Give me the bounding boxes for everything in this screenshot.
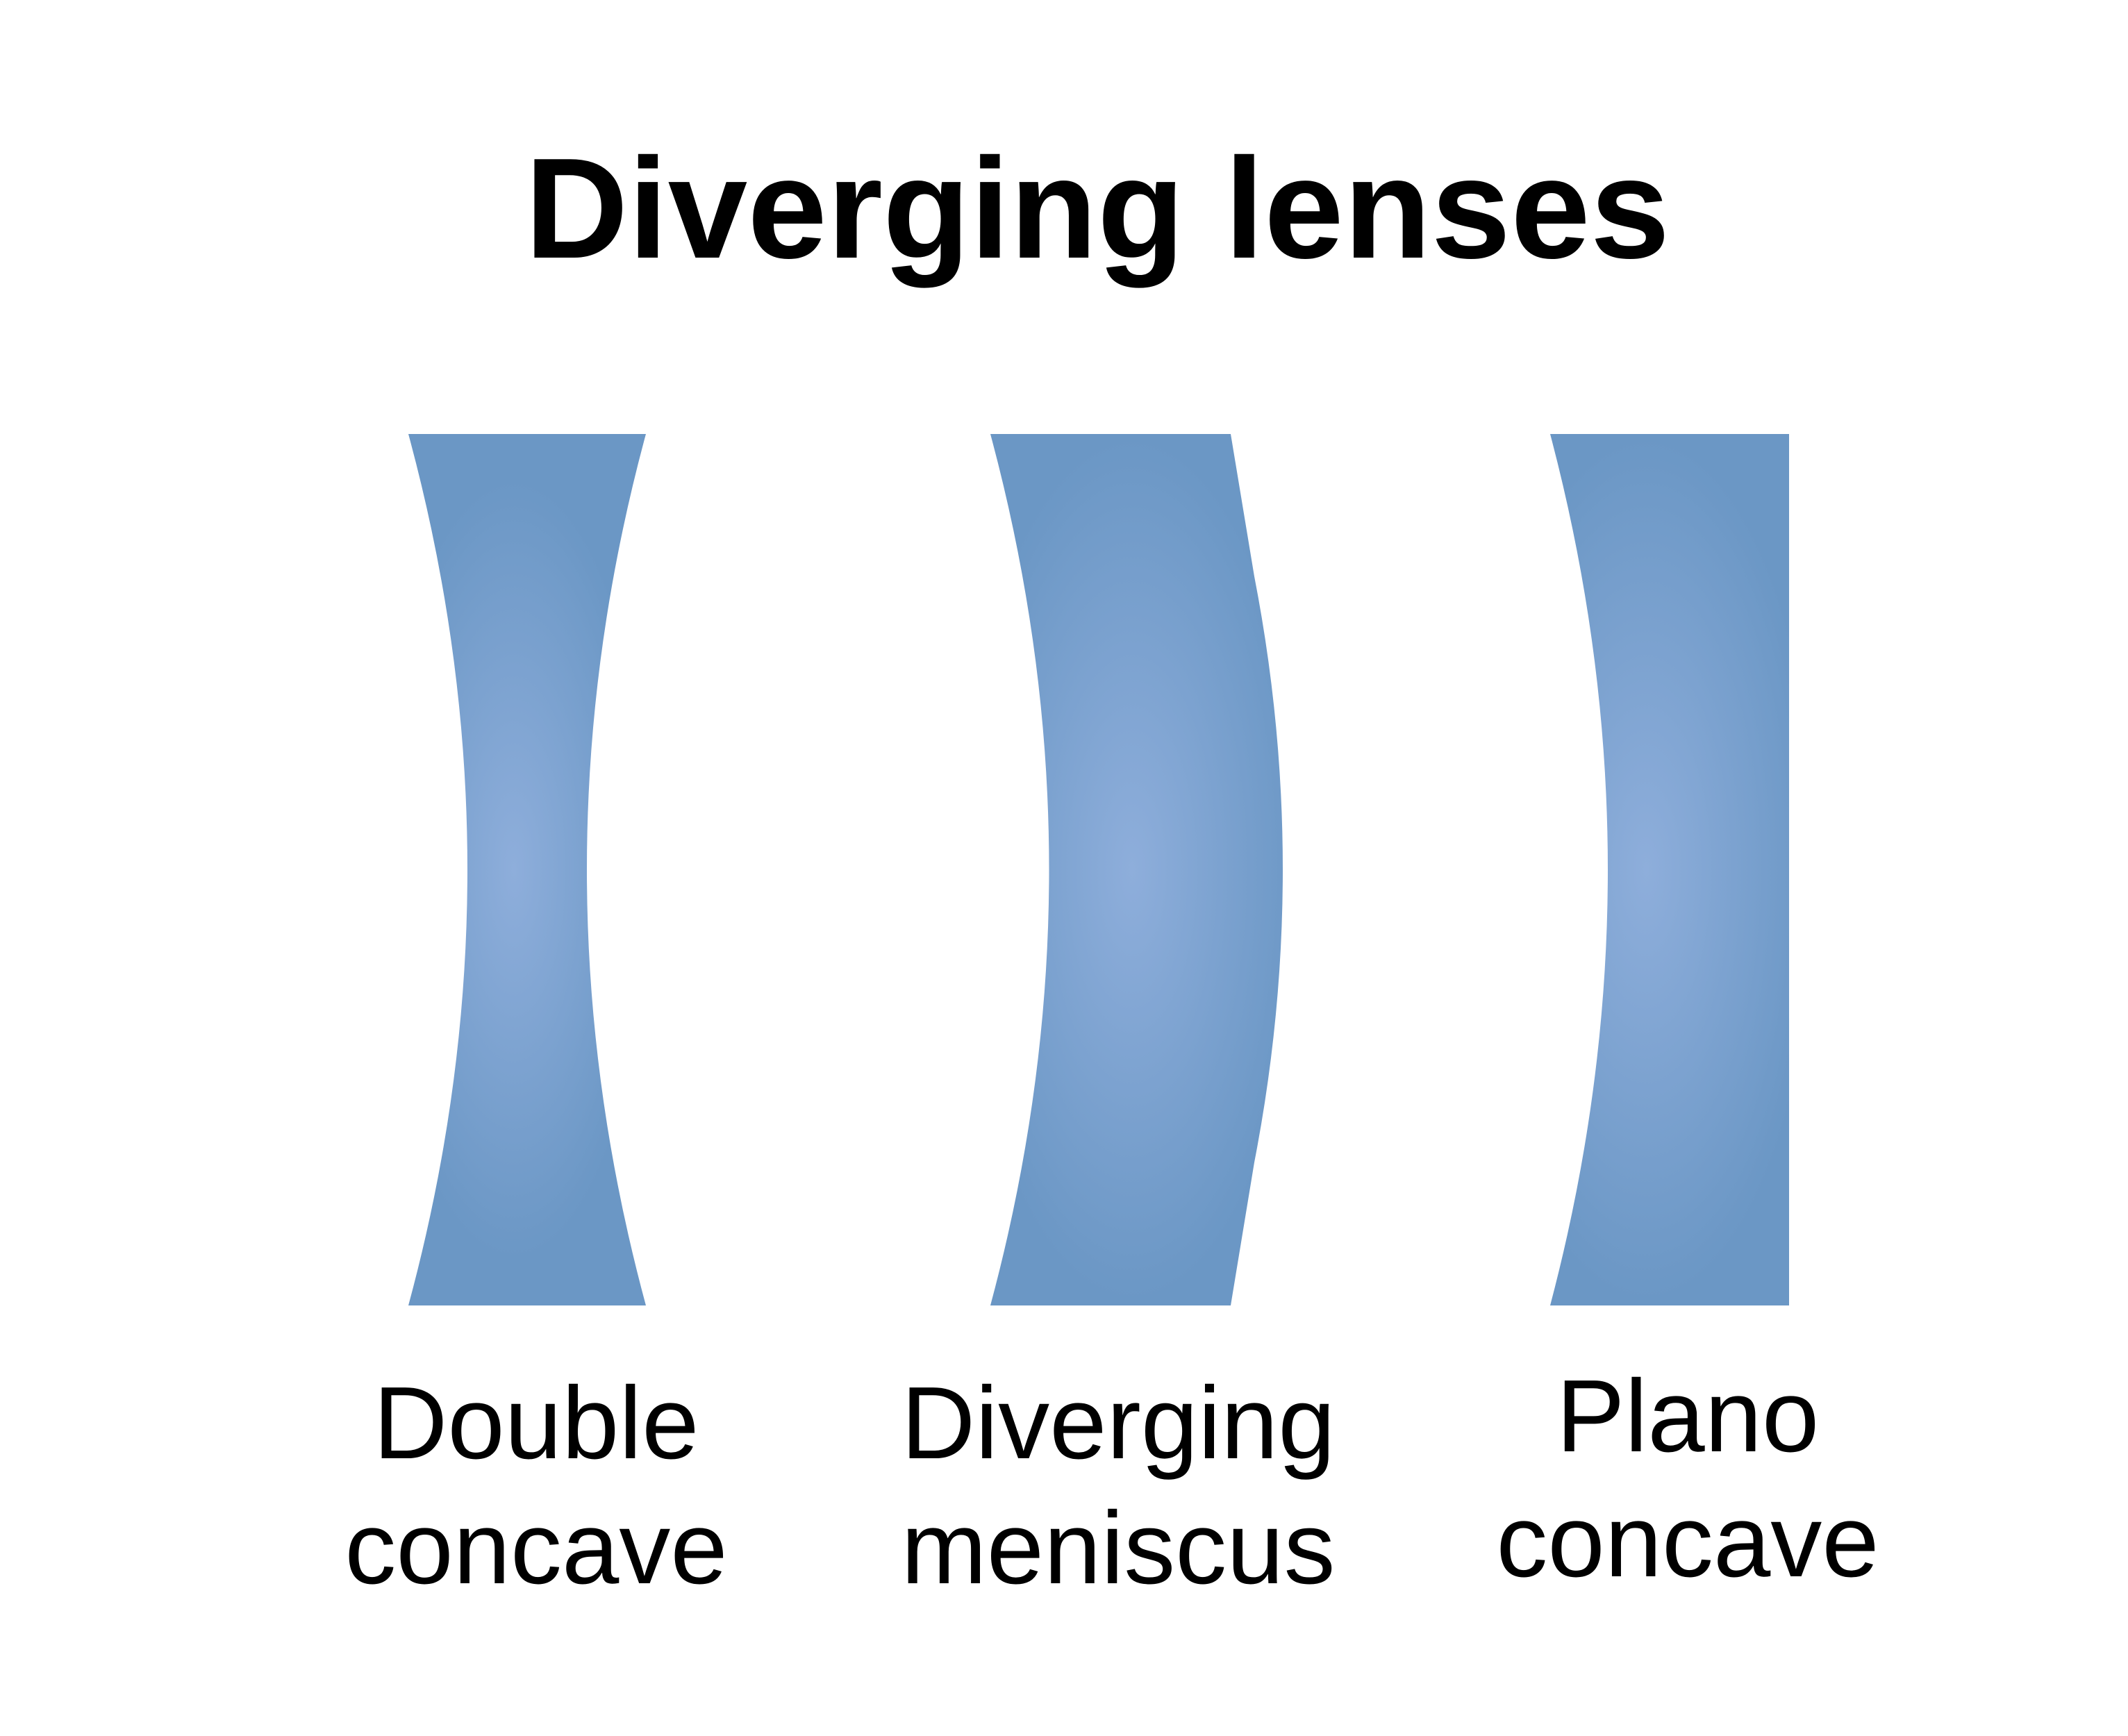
diverging-meniscus-lens (990, 434, 1283, 1305)
double-concave-label-line1: Double (373, 1366, 699, 1480)
page-title: Diverging lenses (524, 128, 1670, 288)
diverging-meniscus-label-line2: meniscus (901, 1491, 1336, 1605)
diverging-meniscus-label: Diverging meniscus (840, 1361, 1396, 1611)
double-concave-label: Double concave (258, 1361, 814, 1611)
plano-concave-label-line2: concave (1496, 1484, 1879, 1599)
double-concave-label-line2: concave (344, 1491, 728, 1605)
plano-concave-label: Plano concave (1410, 1354, 1965, 1604)
diverging-meniscus-label-line1: Diverging (901, 1366, 1336, 1480)
double-concave-lens (408, 434, 646, 1305)
plano-concave-lens (1550, 434, 1789, 1305)
plano-concave-label-line1: Plano (1556, 1359, 1820, 1474)
